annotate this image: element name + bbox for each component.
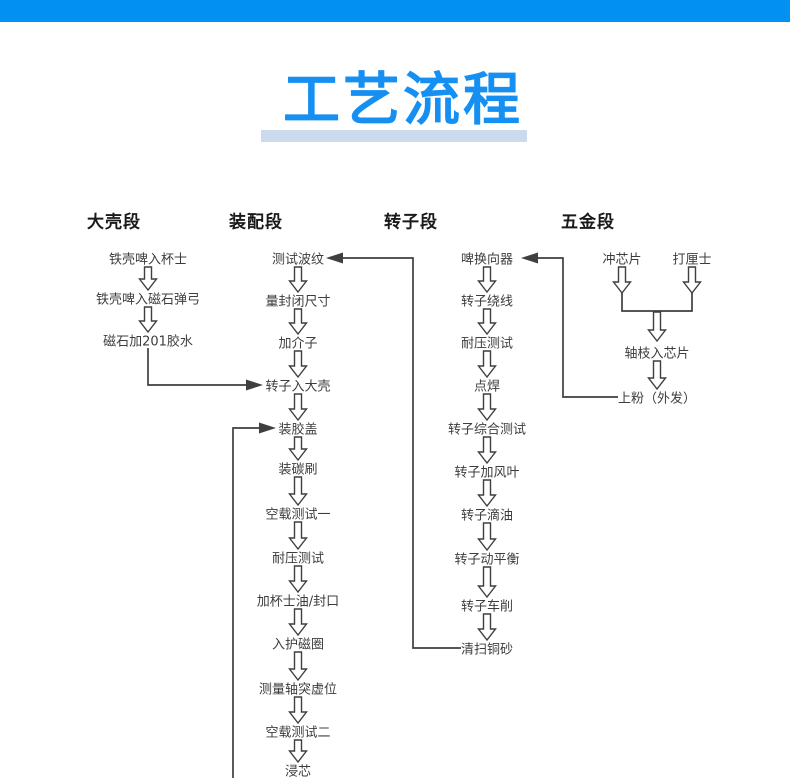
flow-step: 空载测试一 [265,507,331,523]
connector-arrowhead-icon [246,379,263,391]
flow-step: 转子绕线 [460,294,514,310]
flow-step: 打厘士 [672,252,712,268]
down-arrow-icon [477,613,497,642]
down-arrow-icon [682,266,702,295]
connector-line [621,293,693,312]
flow-step: 转子动平衡 [454,552,520,568]
flow-step: 啤换向器 [460,252,514,268]
flow-step: 加杯士油/封口 [256,594,340,610]
flow-step: 冲芯片 [602,252,642,268]
down-arrow-icon [477,479,497,508]
down-arrow-icon [288,350,308,379]
down-arrow-icon [288,739,308,764]
flow-step: 浸芯 [284,764,312,778]
down-arrow-icon [288,476,308,507]
flow-step: 磁石加201胶水 [103,334,193,350]
down-arrow-icon [138,266,158,292]
down-arrow-icon [477,350,497,379]
flow-step: 装胶盖 [278,422,318,438]
flow-step: 上粉（外发） [617,391,697,407]
down-arrow-icon [138,306,158,334]
down-arrow-icon [647,311,667,343]
column-header: 五金段 [561,212,615,233]
flow-step: 转子综合测试 [447,422,527,438]
flow-step: 转子加风叶 [454,465,520,481]
flow-step: 转子车削 [460,599,514,615]
title-underline [261,130,527,142]
down-arrow-icon [612,266,632,295]
connector-arrowhead-icon [521,252,538,264]
page-title: 工艺流程 [283,67,523,133]
flow-step: 耐压测试 [460,336,514,352]
flow-step: 轴枝入芯片 [624,346,690,362]
down-arrow-icon [288,651,308,682]
flow-step: 加介子 [278,336,318,352]
down-arrow-icon [288,436,308,462]
down-arrow-icon [477,393,497,422]
column-header: 转子段 [384,212,438,233]
flow-step: 量封闭尺寸 [265,294,331,310]
flow-step: 装碳刷 [278,462,318,478]
down-arrow-icon [477,436,497,465]
top-accent-bar [0,0,790,22]
connector-arrowhead-icon [259,422,276,434]
down-arrow-icon [477,566,497,599]
flow-step: 转子滴油 [460,508,514,524]
flow-step: 耐压测试 [271,551,325,567]
down-arrow-icon [288,521,308,551]
flow-step: 测试波纹 [271,252,325,268]
flow-step: 点焊 [473,379,501,395]
connector-line [538,257,618,398]
down-arrow-icon [477,308,497,336]
down-arrow-icon [288,696,308,725]
connector-arrowhead-icon [326,252,343,264]
flow-step: 入护磁圈 [271,637,325,653]
down-arrow-icon [288,308,308,336]
column-header: 装配段 [229,212,283,233]
flow-step: 测量轴突虚位 [258,682,338,698]
column-header: 大壳段 [87,212,141,233]
down-arrow-icon [477,522,497,552]
connector-line [343,257,461,649]
flow-step: 铁壳啤入杯士 [108,252,188,268]
flow-step: 清扫铜砂 [460,642,514,658]
flow-step: 铁壳啤入磁石弹弓 [95,292,201,308]
down-arrow-icon [647,360,667,391]
connector-line [232,427,259,778]
down-arrow-icon [288,565,308,594]
down-arrow-icon [288,393,308,422]
connector-line [147,348,246,386]
down-arrow-icon [288,266,308,294]
flow-step: 转子入大壳 [265,379,331,395]
down-arrow-icon [477,266,497,294]
down-arrow-icon [288,608,308,637]
flow-step: 空载测试二 [265,725,331,741]
